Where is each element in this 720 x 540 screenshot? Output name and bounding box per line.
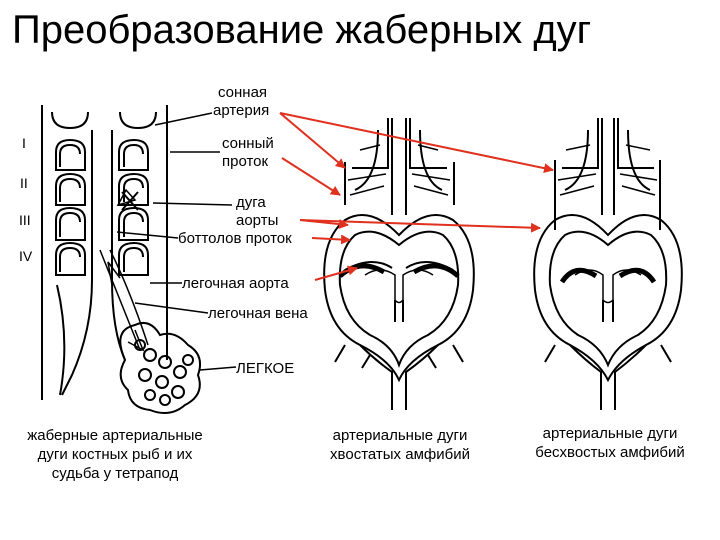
- label-carotid-duct-line2: проток: [222, 153, 269, 170]
- label-carotid-artery-line1: сонная: [218, 84, 268, 101]
- label-aortic-arch-line2: аорты: [236, 212, 279, 229]
- label-lung: ЛЕГКОЕ: [236, 360, 295, 377]
- arch-numeral-2: II: [20, 175, 28, 191]
- arch-numeral-4: IV: [19, 248, 33, 264]
- caption-line: жаберные артериальные: [27, 427, 203, 444]
- caption-line: артериальные дуги: [332, 427, 468, 444]
- label-carotid-duct-line1: сонный: [222, 135, 274, 152]
- label-pulmonary-aorta: легочная аорта: [182, 275, 289, 292]
- caption-tailed-amphibians: артериальные дуги хвостатых амфибий: [305, 426, 495, 464]
- arch-numeral-3: III: [19, 212, 31, 228]
- caption-line: судьба у тетрапод: [51, 465, 179, 482]
- tailless-amphibian-drawing: [533, 118, 683, 410]
- pulmonary-arch-thick-right: [559, 267, 657, 284]
- caption-fish-arches: жаберные артериальные дуги костных рыб и…: [4, 426, 226, 483]
- fish-arches-drawing: [41, 105, 201, 415]
- red-arrows: [279, 112, 554, 281]
- caption-line: бесхвостых амфибий: [535, 444, 685, 461]
- caption-line: артериальные дуги: [542, 425, 678, 442]
- caption-tailless-amphibians: артериальные дуги бесхвостых амфибий: [510, 424, 710, 462]
- caption-line: хвостатых амфибий: [330, 446, 470, 463]
- label-botallo-duct: боттолов проток: [178, 230, 292, 247]
- caption-line: дуги костных рыб и их: [37, 446, 193, 463]
- label-pulmonary-vein: легочная вена: [208, 305, 308, 322]
- page-title: Преобразование жаберных дуг: [12, 8, 592, 52]
- label-aortic-arch-line1: дуга: [236, 194, 266, 211]
- leader-lines: [116, 112, 237, 371]
- label-carotid-artery-line2: артерия: [213, 102, 270, 119]
- arch-numeral-1: I: [22, 135, 26, 151]
- tailed-amphibian-drawing: [323, 118, 475, 410]
- pulmonary-arch-thick: [338, 263, 460, 278]
